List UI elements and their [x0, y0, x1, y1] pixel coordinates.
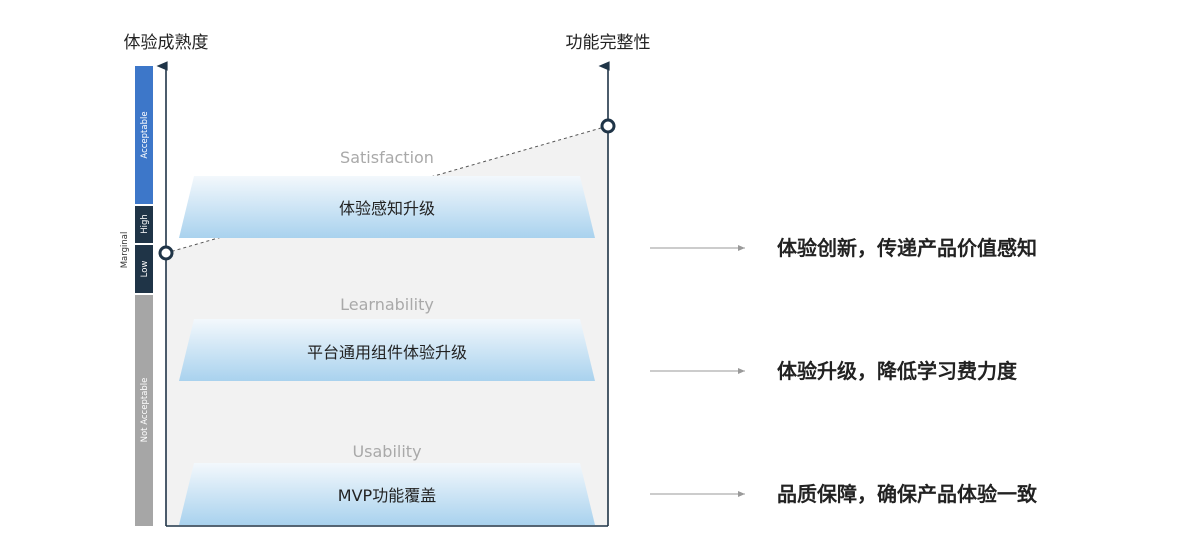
- scale-segment-high: [135, 206, 153, 243]
- scale-segment-acceptable: [135, 66, 153, 204]
- outcome-text-2: 体验升级，降低学习费力度: [777, 359, 1018, 383]
- trend-end-marker: [600, 118, 616, 134]
- scale-label-acceptable: Acceptable: [140, 111, 150, 158]
- axes: [156, 61, 610, 527]
- right-axis-title: 功能完整性: [566, 33, 651, 53]
- trend-start-marker: [158, 245, 174, 261]
- band-usability: [179, 463, 595, 525]
- scale-label-marginal: Marginal: [120, 232, 130, 269]
- scale-segment-low: [135, 245, 153, 293]
- level-category-satisfaction: Satisfaction: [340, 148, 434, 167]
- scale-segment-not-acceptable: [135, 295, 153, 526]
- band-label-satisfaction: 体验感知升级: [339, 199, 435, 218]
- scale-label-low: Low: [140, 261, 150, 278]
- left-axis-title: 体验成熟度: [124, 32, 209, 53]
- level-category-learnability: Learnability: [340, 295, 434, 314]
- band-learnability: [179, 319, 595, 381]
- band-label-usability: MVP功能覆盖: [338, 486, 436, 505]
- maturity-scale-bar: Acceptable High Low Not Acceptable Margi…: [120, 66, 153, 526]
- outcome-text-3: 品质保障，确保产品体验一致: [777, 482, 1038, 506]
- band-label-learnability: 平台通用组件体验升级: [307, 343, 467, 362]
- outcome-text-1: 体验创新，传递产品价值感知: [777, 236, 1037, 260]
- scale-label-not-acceptable: Not Acceptable: [140, 378, 150, 443]
- scale-label-high: High: [140, 214, 150, 234]
- band-satisfaction: [179, 176, 595, 238]
- level-category-usability: Usability: [352, 442, 421, 461]
